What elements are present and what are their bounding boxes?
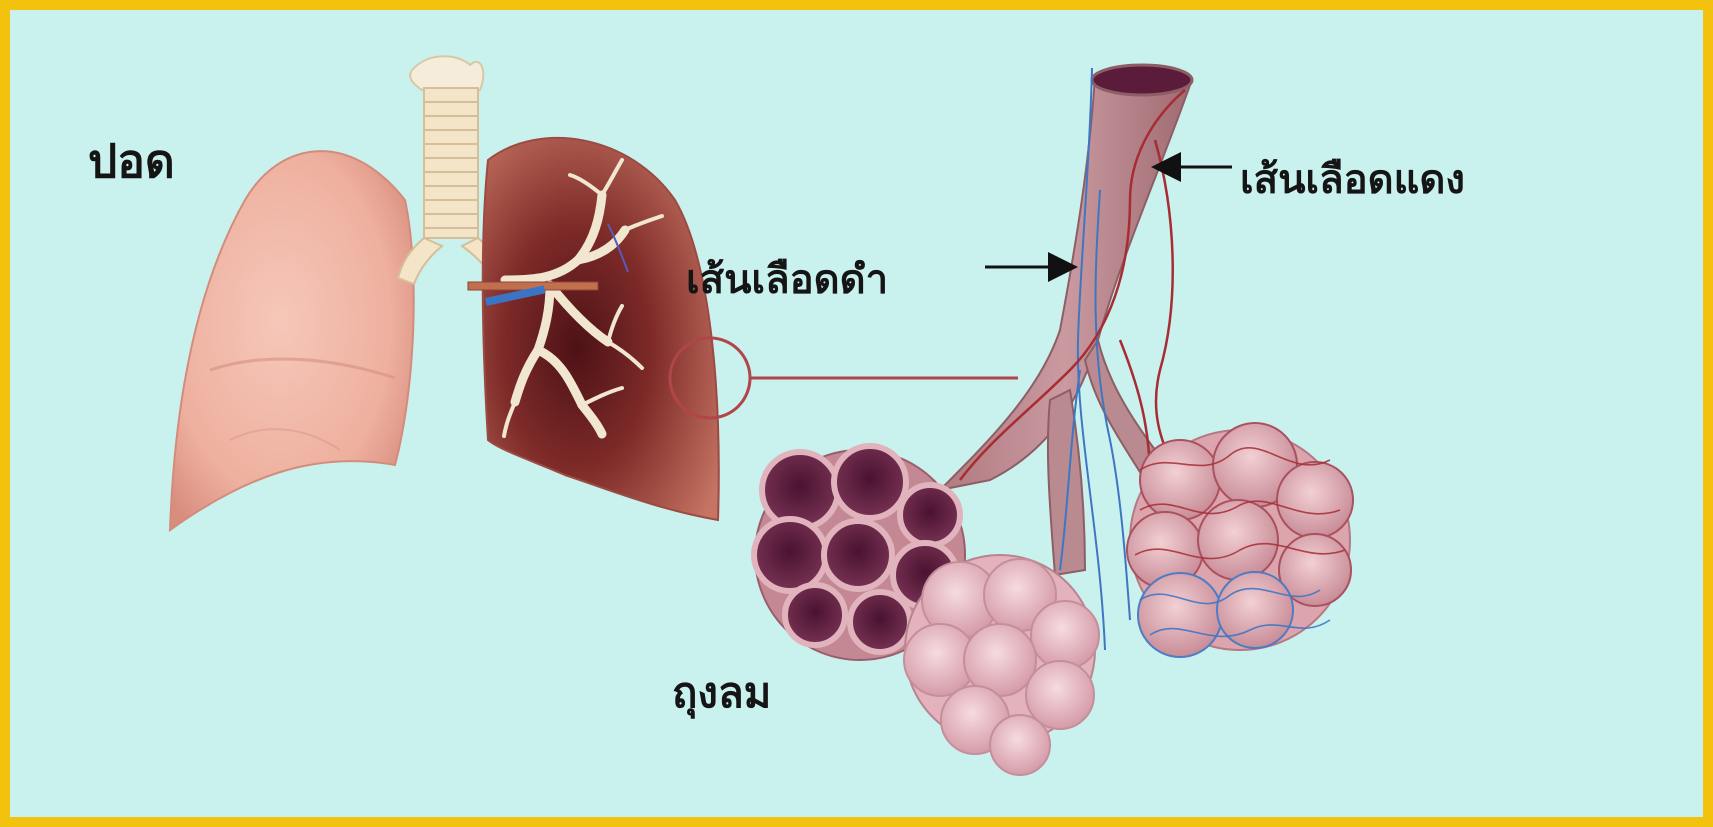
lung-anatomy-illustration [10, 10, 1703, 817]
alveoli-label: ถุงลม [672, 672, 771, 714]
artery-label: เส้นเลือดแดง [1240, 160, 1465, 200]
alveoli-cluster-light [904, 555, 1099, 775]
right-lung [468, 138, 719, 520]
alveoli-cluster-vascular [1127, 423, 1353, 657]
vein-label: เส้นเลือดดำ [686, 260, 888, 300]
diagram-frame: ปอด เส้นเลือดดำ เส้นเลือดแดง ถุงลม [10, 10, 1703, 817]
zoom-indicator [670, 338, 1018, 418]
lung-label: ปอด [88, 138, 175, 184]
left-lung [170, 151, 414, 530]
